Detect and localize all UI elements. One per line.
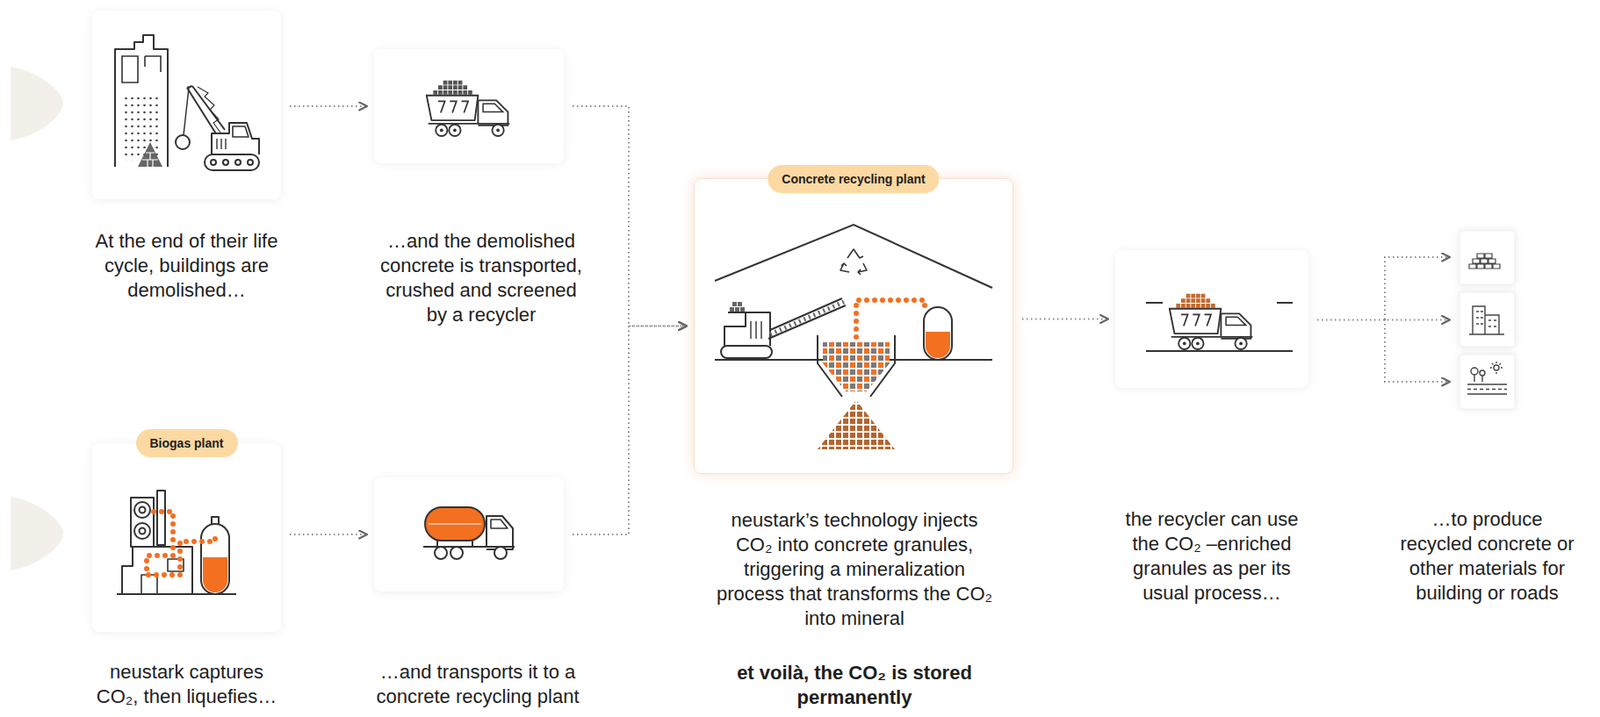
step-caption: the recycler can use the CO₂ –enriched g… xyxy=(1117,507,1307,606)
flow-connector xyxy=(289,533,368,536)
step-caption: At the end of their life cycle, building… xyxy=(85,229,289,303)
road-icon xyxy=(1467,361,1507,395)
branch-connector xyxy=(1384,257,1450,320)
recycling-plant-illustration xyxy=(694,179,1015,476)
granule-truck-box: the recycler can use the CO₂ –enriched g… xyxy=(1115,250,1309,389)
step-caption: …and the demolished concrete is transpor… xyxy=(375,229,587,328)
step-caption: neustark captures CO₂, then liquefies… xyxy=(91,660,283,710)
flow-connector xyxy=(572,106,687,327)
step-caption: neustark’s technology injects CO₂ into c… xyxy=(713,508,996,632)
recycling-plant-box: Concrete recycling plantneustark’s techn… xyxy=(693,178,1014,475)
tanker-box: …and transports it to a concrete recycli… xyxy=(374,477,564,592)
buildings-icon xyxy=(1469,306,1505,335)
caption-holder: …and transports it to a concrete recycli… xyxy=(363,660,592,710)
emphasis-caption: et voilà, the CO₂ is stored permanently xyxy=(713,661,996,711)
caption-holder: et voilà, the CO₂ is stored permanently xyxy=(713,661,996,711)
label-pill-holder: Concrete recycling plant xyxy=(767,165,939,194)
demolition-box: At the end of their life cycle, building… xyxy=(92,10,282,200)
flow-connector xyxy=(289,105,368,108)
granule-truck-illustration xyxy=(1115,250,1309,389)
caption-holder: …to produce recycled concrete or other m… xyxy=(1397,507,1579,606)
caption-holder: At the end of their life cycle, building… xyxy=(85,229,289,303)
caption-holder: the recycler can use the CO₂ –enriched g… xyxy=(1117,507,1307,606)
dump-truck-illustration xyxy=(374,49,564,164)
product-tiles xyxy=(1456,230,1518,410)
building-icon xyxy=(115,35,168,167)
decor-lobe xyxy=(10,497,64,571)
step-caption: …and transports it to a concrete recycli… xyxy=(363,660,592,710)
branch-connector xyxy=(1384,319,1450,382)
flow-connector xyxy=(1022,318,1109,321)
step-caption: …to produce recycled concrete or other m… xyxy=(1397,507,1579,606)
biogas-plant-illustration xyxy=(92,443,282,633)
flow-connector xyxy=(572,326,687,536)
caption-holder: …and the demolished concrete is transpor… xyxy=(375,229,587,328)
node-heading-pill: Concrete recycling plant xyxy=(767,165,939,194)
excavator-icon xyxy=(175,86,260,171)
tanker-truck-illustration xyxy=(374,477,564,592)
biogas-box: Biogas plantneustark captures CO₂, then … xyxy=(92,443,282,633)
caption-holder: neustark’s technology injects CO₂ into c… xyxy=(713,508,996,632)
label-pill-holder: Biogas plant xyxy=(135,429,238,458)
products-box: …to produce recycled concrete or other m… xyxy=(1456,230,1518,410)
rubble-pile xyxy=(137,142,163,167)
demolition-illustration xyxy=(92,10,282,200)
recycle-symbol xyxy=(840,249,867,275)
bricks-icon xyxy=(1469,253,1500,269)
transport-box: …and the demolished concrete is transpor… xyxy=(374,49,564,164)
flow-connector xyxy=(1317,319,1450,322)
decor-lobe xyxy=(10,66,64,141)
node-heading-pill: Biogas plant xyxy=(135,429,238,458)
caption-holder: neustark captures CO₂, then liquefies… xyxy=(91,660,283,710)
